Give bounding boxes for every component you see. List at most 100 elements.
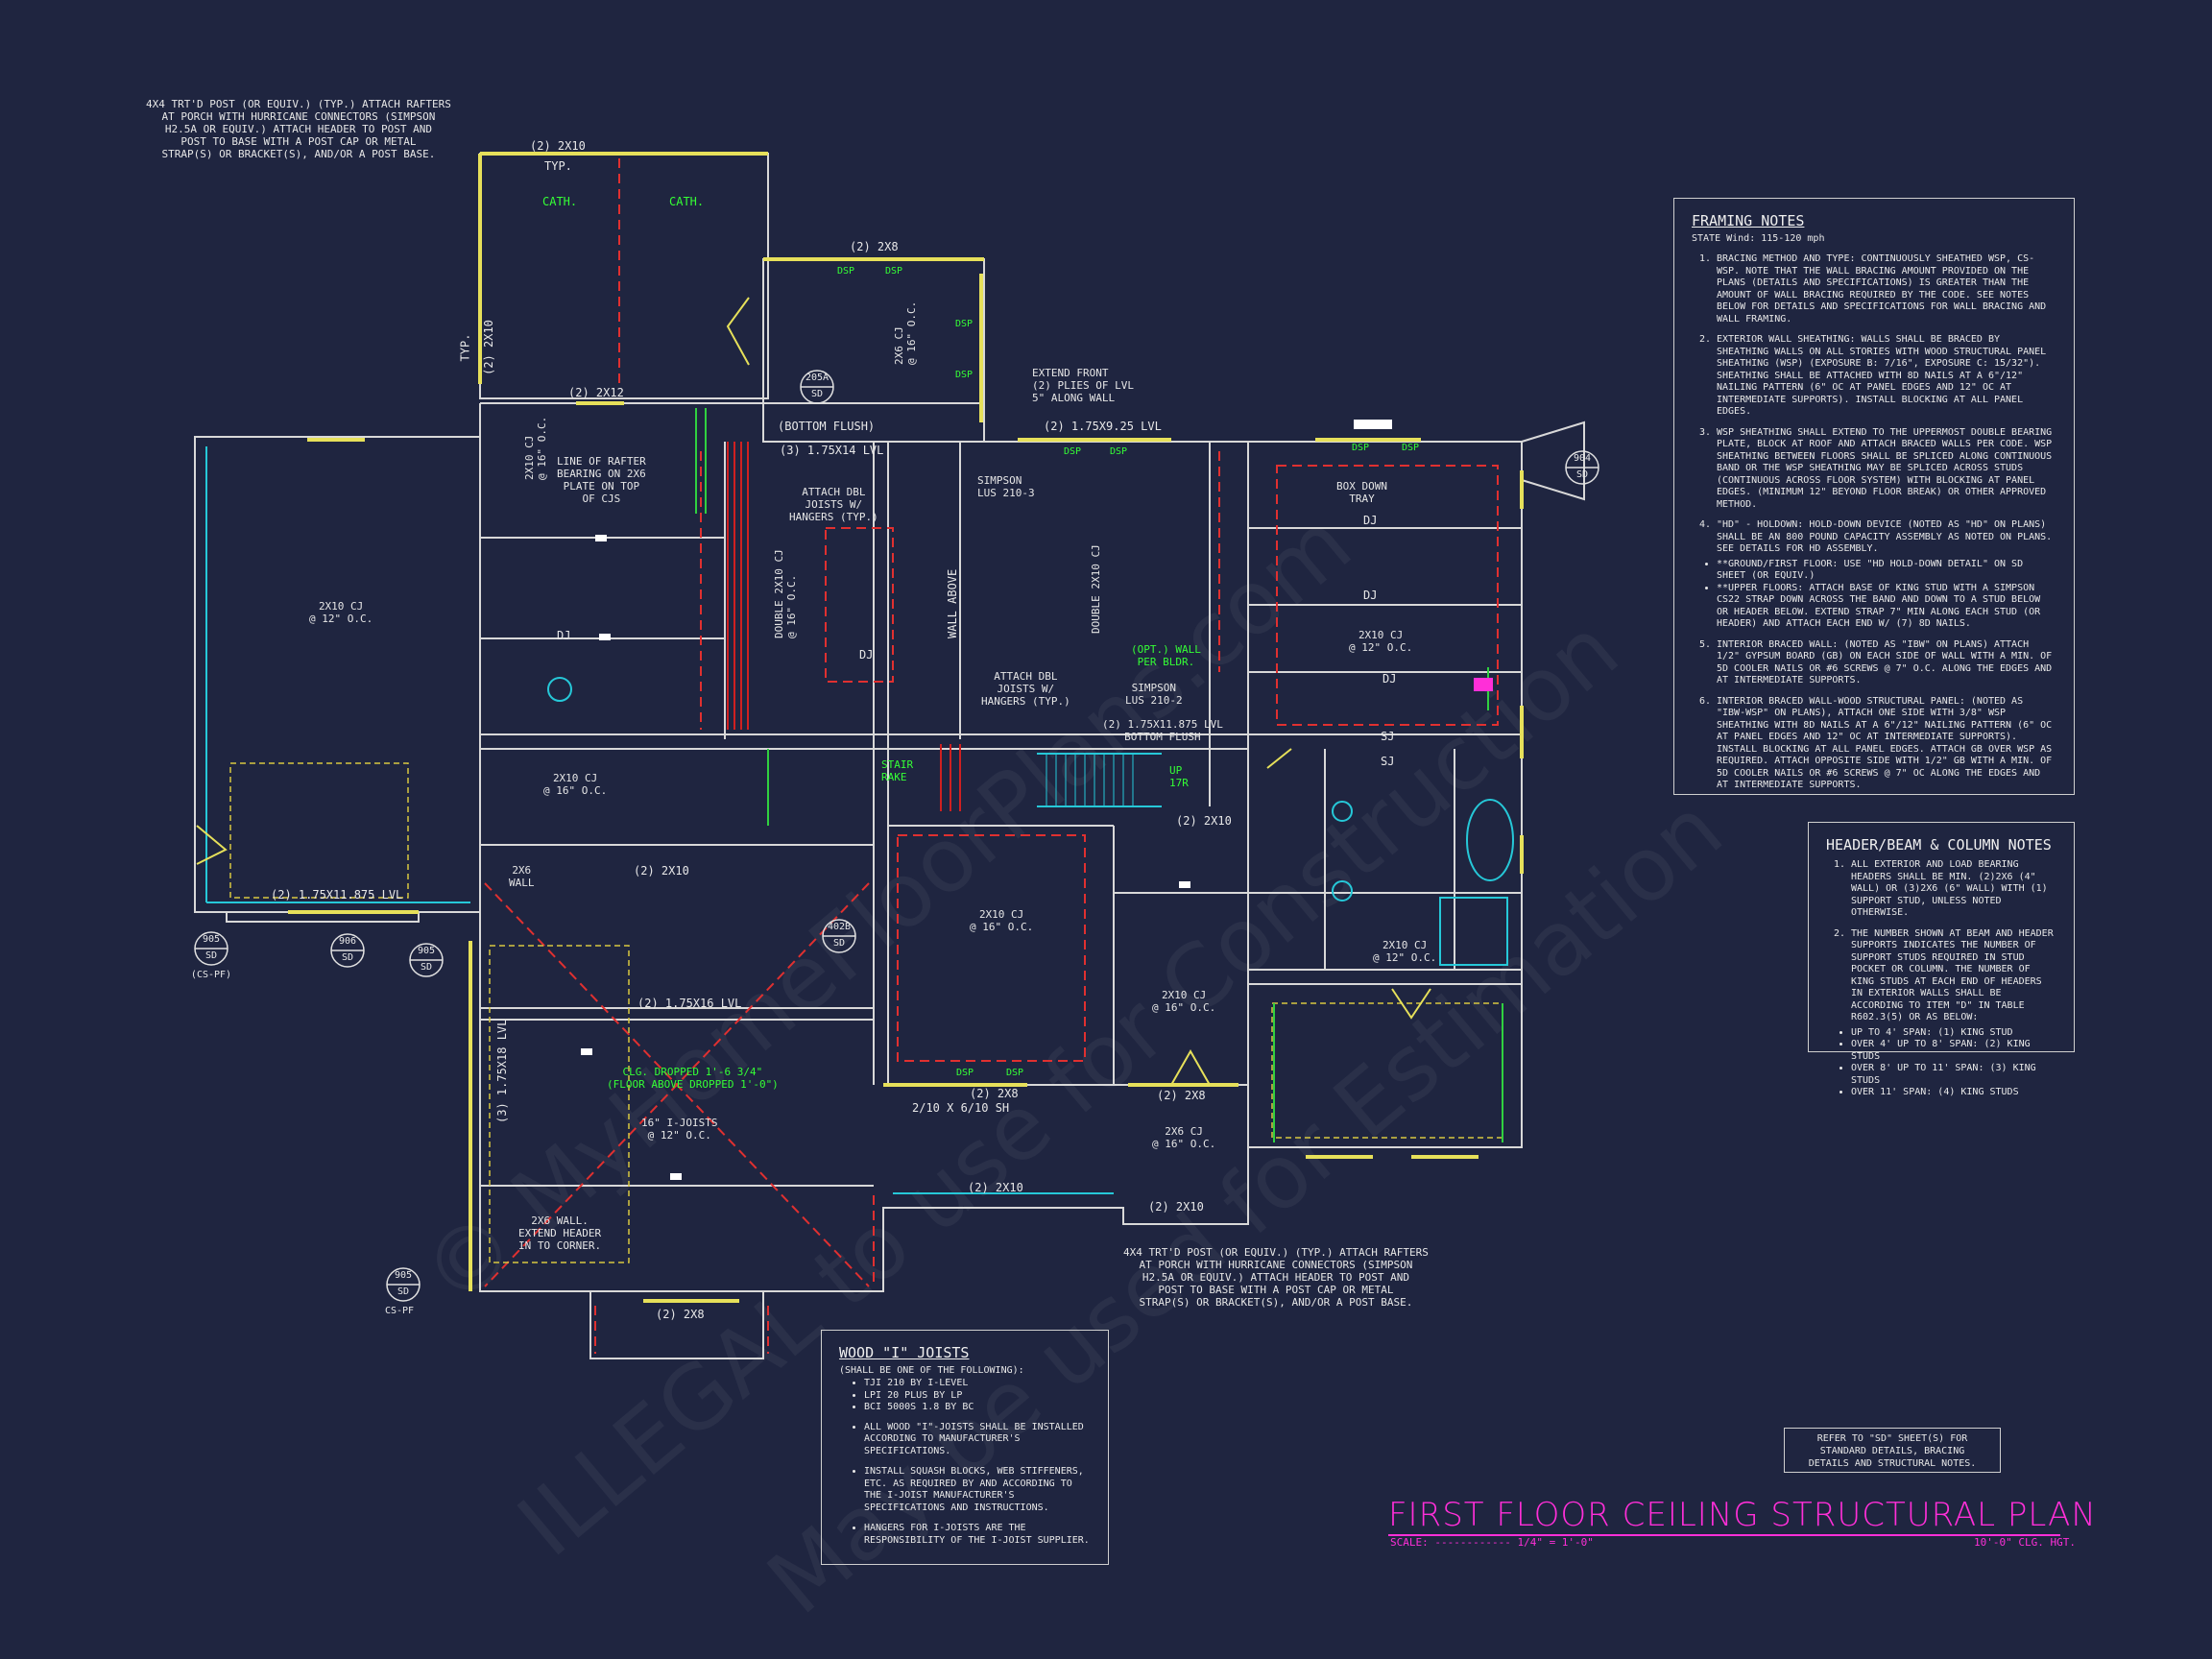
joist-note-item: ALL WOOD "I"-JOISTS SHALL BE INSTALLED A…: [864, 1422, 1091, 1458]
label-dsp-7: DSP: [1352, 443, 1370, 453]
label-dsp-6: DSP: [1110, 446, 1128, 457]
label-hdr-2x10-mid: (2) 2x10: [634, 864, 689, 878]
label-dj-2: DJ: [1363, 514, 1378, 527]
framing-note-item: EXTERIOR WALL SHEATHING: WALLS SHALL BE …: [1717, 334, 2056, 419]
section-marker-402b[interactable]: 402B: [827, 922, 852, 932]
framing-notes-heading: FRAMING NOTES: [1692, 212, 1805, 229]
label-door-210: 2/10 x 6/10 SH: [912, 1101, 1010, 1115]
refer-sd-box: REFER TO "SD" SHEET(S) FOR STANDARD DETA…: [1784, 1428, 2001, 1473]
section-marker-905-c[interactable]: 905: [394, 1270, 413, 1281]
label-hdr-2x10-right: (2) 2x10: [1176, 814, 1232, 828]
label-lvl-2-925: (2) 1.75x9.25 LVL: [1044, 420, 1162, 433]
header-note-bullet: OVER 11' SPAN: (4) KING STUDS: [1851, 1087, 2056, 1099]
section-marker-205a-sheet: SD: [810, 389, 824, 399]
section-marker-904[interactable]: 904: [1573, 453, 1592, 464]
title-underline: [1388, 1534, 2060, 1536]
ceiling-height-label: 10'-0" CLG. HGT.: [1974, 1536, 2076, 1549]
label-double-2x10-b: DOUBLE 2x10 CJ: [1090, 544, 1102, 634]
label-dsp-4: DSP: [955, 370, 974, 380]
section-marker-905-a[interactable]: 905: [202, 934, 221, 945]
label-simpson-lus2: SIMPSON LUS 210-2: [1125, 682, 1183, 707]
section-marker-905-b[interactable]: 905: [417, 946, 436, 956]
label-i-joists: 16" I-JOISTS @ 12" O.C.: [641, 1117, 718, 1142]
label-opt-wall: (OPT.) WALL PER BLDR.: [1131, 643, 1201, 668]
label-lvl-11875-bf: (2) 1.75x11.875 LVL BOTTOM FLUSH: [1102, 718, 1223, 743]
label-porch-top-header: (2) 2x10: [530, 139, 586, 153]
scale-label: SCALE: ------------ 1/4" = 1'-0": [1390, 1536, 1594, 1549]
label-extend-front: EXTEND FRONT (2) PLIES OF LVL 5" ALONG W…: [1032, 367, 1134, 404]
framing-note-bullet: **GROUND/FIRST FLOOR: USE "HD HOLD-DOWN …: [1717, 559, 2056, 583]
label-cath-1: CATH.: [542, 195, 578, 208]
joist-notes-heading: WOOD "I" JOISTS: [839, 1344, 970, 1361]
framing-note-item: INTERIOR BRACED WALL-WOOD STRUCTURAL PAN…: [1717, 696, 2056, 792]
porch-post-note-top: 4x4 TRT'D POST (OR EQUIV.) (TYP.) ATTACH…: [146, 98, 451, 160]
section-marker-402b-sheet: SD: [832, 938, 846, 949]
label-dj-1: DJ: [557, 629, 571, 642]
label-cj-bath: 2x10 CJ @ 12" O.C.: [1373, 939, 1437, 964]
refer-sd-note: REFER TO "SD" SHEET(S) FOR STANDARD DETA…: [1808, 1433, 1977, 1469]
label-hdr-2x10-porch: (2) 2x10: [968, 1181, 1023, 1194]
label-attach-dbl-2: ATTACH DBL JOISTS w/ HANGERS (TYP.): [981, 670, 1070, 708]
label-wall-2x6: 2x6 WALL: [509, 864, 535, 889]
label-wall-2x6-b: 2x6 WALL. EXTEND HEADER IN TO CORNER.: [518, 1214, 602, 1252]
section-marker-906-sheet: SD: [341, 952, 354, 963]
label-dj-5: DJ: [859, 648, 874, 661]
section-marker-905-c-sheet: SD: [397, 1286, 410, 1297]
label-cj-great: 2x10 CJ @ 16" O.C.: [970, 908, 1034, 933]
label-attach-dbl-1: ATTACH DBL JOISTS w/ HANGERS (TYP.): [789, 486, 878, 523]
label-cj-16-b: 2x10 CJ @ 16" O.C.: [543, 772, 608, 797]
label-dsp-5: DSP: [1064, 446, 1082, 457]
label-clg-dropped: CLG. DROPPED 1'-6 3/4" (FLOOR ABOVE DROP…: [607, 1066, 779, 1091]
section-marker-905-a-sheet: SD: [204, 950, 218, 961]
sheet-title: FIRST FLOOR CEILING STRUCTURAL PLAN: [1388, 1496, 2097, 1534]
section-marker-205a[interactable]: 205A: [805, 373, 830, 383]
framing-note-item: WSP SHEATHING SHALL EXTEND TO THE UPPERM…: [1717, 427, 2056, 512]
label-sj-1: SJ: [1381, 730, 1395, 743]
section-marker-905-b-sheet: SD: [420, 962, 433, 973]
label-dsp-9: DSP: [956, 1068, 974, 1078]
section-marker-905-a-sub: (CS-PF): [190, 970, 232, 980]
framing-notes-panel: FRAMING NOTES STATE Wind: 115-120 mph BR…: [1673, 198, 2075, 795]
label-up: UP 17R: [1169, 764, 1189, 789]
label-dsp-10: DSP: [1006, 1068, 1024, 1078]
label-hdr-2x8-right: (2) 2x8: [1157, 1089, 1206, 1102]
label-cath-2: CATH.: [669, 195, 705, 208]
header-note-bullet: OVER 4' UP TO 8' SPAN: (2) KING STUDS: [1851, 1039, 2056, 1063]
framing-note-bullet: **UPPER FLOORS: ATTACH BASE OF KING STUD…: [1717, 583, 2056, 631]
label-cj-2x8-top: 2x6 CJ @ 16" O.C.: [893, 301, 918, 365]
label-garage-lvl: (2) 1.75x11.875 LVL: [271, 888, 403, 902]
label-dsp-2: DSP: [885, 266, 903, 276]
label-cj-garage: 2x10 CJ @ 12" O.C.: [309, 600, 373, 625]
label-lvl-3-175x14: (3) 1.75x14 LVL: [780, 444, 884, 457]
label-dsp-8: DSP: [1402, 443, 1420, 453]
label-bottom-flush-1: (BOTTOM FLUSH): [778, 420, 876, 433]
label-dsp-3: DSP: [955, 319, 974, 329]
header-note-bullet: OVER 8' UP TO 11' SPAN: (3) KING STUDS: [1851, 1063, 2056, 1087]
framing-note-item: BRACING METHOD AND TYPE: CONTINUOUSLY SH…: [1717, 253, 2056, 325]
framing-note-item: INTERIOR BRACED WALL: (NOTED AS "IBW" ON…: [1717, 639, 2056, 687]
header-note-bullet: UP TO 4' SPAN: (1) KING STUD: [1851, 1027, 2056, 1040]
label-line-of-rafter: LINE OF RAFTER BEARING ON 2x6 PLATE ON T…: [557, 455, 646, 505]
joist-notes-panel: WOOD "I" JOISTS (SHALL BE ONE OF THE FOL…: [821, 1330, 1109, 1565]
label-dsp-1: DSP: [837, 266, 855, 276]
joist-note-item: INSTALL SQUASH BLOCKS, WEB STIFFENERS, E…: [864, 1466, 1091, 1514]
label-hdr-2x12: (2) 2x12: [568, 386, 624, 399]
label-hdr-2x8-top: (2) 2x8: [850, 240, 899, 253]
label-lvl-175x16: (2) 1.75x16 LVL: [637, 997, 742, 1010]
joist-type: TJI 210 BY I-LEVEL: [864, 1378, 1091, 1390]
section-marker-905-c-sub: CS-PF: [384, 1306, 415, 1316]
label-wall-above: WALL ABOVE: [946, 568, 959, 638]
framing-notes-subtitle: STATE Wind: 115-120 mph: [1692, 233, 1825, 244]
label-hdr-2x10-porch2: (2) 2x10: [1148, 1200, 1204, 1214]
header-note-item: THE NUMBER SHOWN AT BEAM AND HEADER SUPP…: [1851, 928, 2056, 1024]
header-note-item: ALL EXTERIOR AND LOAD BEARING HEADERS SH…: [1851, 859, 2056, 920]
label-dj-4: DJ: [1382, 672, 1397, 685]
label-dj-3: DJ: [1363, 589, 1378, 602]
header-notes-panel: HEADER/BEAM & COLUMN NOTES ALL EXTERIOR …: [1808, 822, 2075, 1097]
label-cj-right-top: 2x10 CJ @ 12" O.C.: [1349, 629, 1413, 654]
label-cj-porch: 2x6 CJ @ 16" O.C.: [1152, 1125, 1216, 1150]
framing-note-item: "HD" - HOLDOWN: HOLD-DOWN DEVICE (NOTED …: [1717, 519, 2056, 556]
section-marker-906[interactable]: 906: [338, 936, 357, 947]
header-notes-heading: HEADER/BEAM & COLUMN NOTES: [1826, 836, 2052, 854]
